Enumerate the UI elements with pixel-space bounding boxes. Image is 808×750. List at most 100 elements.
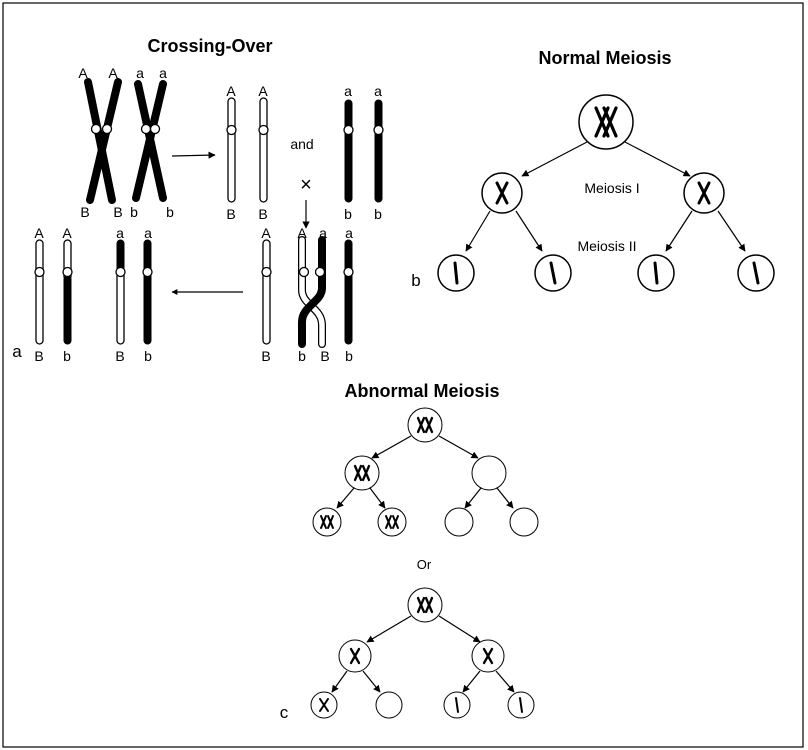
allele-A: A <box>108 65 118 81</box>
gamete-cell <box>312 507 342 537</box>
meiosis-ii-label: Meiosis II <box>577 238 636 254</box>
allele-B: B <box>115 348 124 364</box>
or-label: Or <box>417 557 432 572</box>
arrow <box>717 210 746 252</box>
allele-A: A <box>258 83 268 99</box>
allele-b: b <box>166 204 174 220</box>
recombinant-chromatid <box>115 239 126 345</box>
arrow <box>369 487 386 509</box>
allele-b: b <box>130 204 138 220</box>
parent-cell <box>407 407 443 443</box>
arrow <box>665 210 693 252</box>
white-crossed-chromosome <box>84 78 122 204</box>
arrow <box>496 487 514 509</box>
allele-B: B <box>261 348 270 364</box>
gamete-cell <box>443 691 471 719</box>
crossing-over-title: Crossing-Over <box>147 36 272 56</box>
allele-a: a <box>144 225 152 241</box>
allele-b: b <box>344 206 352 222</box>
daughter-cell <box>344 455 380 491</box>
empty-daughter-cell <box>471 455 507 491</box>
recombinant-chromatid <box>34 239 45 345</box>
gamete-cell <box>737 254 775 292</box>
gamete-cell <box>637 254 675 292</box>
allele-a: a <box>319 225 327 241</box>
crossing-chromatids <box>298 236 326 348</box>
gamete-cell <box>534 254 572 292</box>
allele-B: B <box>80 204 89 220</box>
arrow <box>495 670 515 693</box>
arrow <box>336 487 355 509</box>
daughter-cell <box>471 639 505 673</box>
gamete-cell <box>507 691 535 719</box>
allele-B: B <box>258 206 267 222</box>
daughter-cell <box>683 172 725 214</box>
allele-B: B <box>34 348 43 364</box>
allele-a: a <box>344 83 352 99</box>
arrow <box>371 435 412 459</box>
allele-a: a <box>159 65 167 81</box>
allele-B: B <box>113 204 122 220</box>
allele-A: A <box>261 225 271 241</box>
allele-a: a <box>136 65 144 81</box>
black-chromatid <box>373 99 384 203</box>
parent-cell <box>407 587 443 623</box>
panel-c-abnormal-meiosis: Abnormal Meiosis <box>280 381 539 722</box>
empty-gamete-cell <box>375 691 403 719</box>
arrow <box>515 210 543 252</box>
arrow <box>331 670 348 693</box>
allele-A: A <box>34 225 44 241</box>
allele-A: A <box>226 83 236 99</box>
panel-label-c: c <box>280 703 289 722</box>
black-chromatid <box>142 239 153 345</box>
panel-label-b: b <box>411 271 420 290</box>
white-chromatid <box>261 239 272 345</box>
arrow <box>624 141 691 177</box>
and-label: and <box>290 136 313 152</box>
arrow <box>438 435 479 459</box>
allele-B: B <box>320 348 329 364</box>
gamete-cell <box>437 254 475 292</box>
allele-A: A <box>78 65 88 81</box>
normal-meiosis-title: Normal Meiosis <box>538 48 671 68</box>
panel-b-normal-meiosis: Normal Meiosis Meiosis I Meiosis II <box>411 48 775 292</box>
allele-A: A <box>297 225 307 241</box>
recombinant-chromatid <box>62 239 73 345</box>
allele-a: a <box>345 225 353 241</box>
gamete-cell <box>310 691 338 719</box>
arrow <box>464 487 482 509</box>
allele-A: A <box>62 225 72 241</box>
panel-a-crossing-over: Crossing-Over A A B B a a b b <box>12 36 384 364</box>
panel-label-a: a <box>12 342 22 361</box>
cross-symbol: × <box>300 174 312 196</box>
allele-a: a <box>374 83 382 99</box>
arrow <box>521 141 588 177</box>
daughter-cell <box>338 639 372 673</box>
empty-gamete-cell <box>509 507 539 537</box>
arrow <box>438 615 481 643</box>
arrow-right <box>171 151 216 159</box>
allele-b: b <box>298 348 306 364</box>
black-crossed-chromosome <box>132 80 167 202</box>
empty-gamete-cell <box>444 507 474 537</box>
black-chromatid <box>343 239 354 345</box>
gamete-cell <box>377 507 407 537</box>
abnormal-meiosis-title: Abnormal Meiosis <box>344 381 499 401</box>
allele-b: b <box>374 206 382 222</box>
arrow <box>362 670 381 693</box>
arrow <box>366 615 412 643</box>
allele-b: b <box>345 348 353 364</box>
allele-b: b <box>63 348 71 364</box>
arrow <box>462 670 481 693</box>
arrow <box>465 210 491 252</box>
meiosis-i-label: Meiosis I <box>584 180 639 196</box>
allele-a: a <box>116 225 124 241</box>
allele-b: b <box>144 348 152 364</box>
white-chromatid <box>258 97 269 203</box>
white-chromatid <box>226 97 237 203</box>
parent-cell <box>578 94 634 150</box>
daughter-cell <box>481 172 523 214</box>
allele-B: B <box>226 206 235 222</box>
